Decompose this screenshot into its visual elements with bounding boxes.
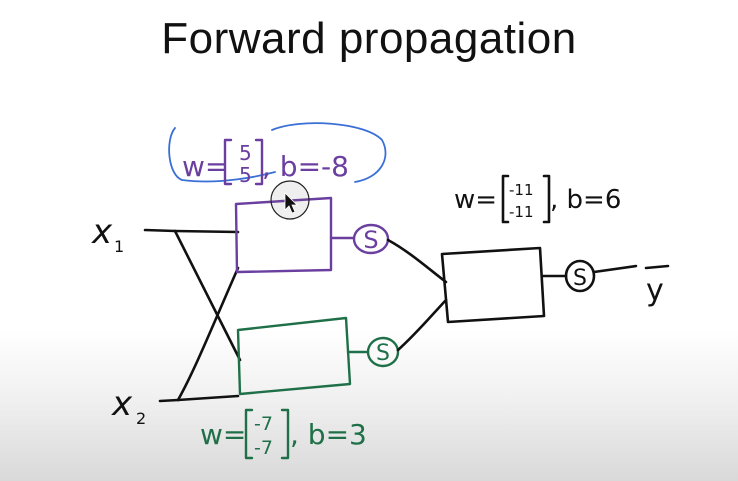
neuron-top-activation-label: S	[363, 226, 378, 254]
input-connections	[143, 228, 242, 403]
activation-to-output-line	[592, 264, 638, 274]
neuron-top-bias: , b=-8	[262, 150, 349, 183]
annotation-bracket-right	[271, 122, 387, 183]
neuron-output-w2: -11	[509, 203, 534, 221]
x2-to-top-line	[176, 266, 240, 402]
neuron-top: S	[234, 196, 390, 274]
neuron-bottom: S	[236, 316, 400, 396]
input-x1-label: x	[91, 212, 113, 252]
neuron-output-bias: , b=6	[550, 185, 621, 215]
neuron-output-activation-circle	[564, 259, 596, 293]
x2-to-bottom-line	[176, 394, 240, 402]
x2-stub-line	[158, 398, 180, 403]
neuron-output-activation-label: S	[573, 266, 587, 291]
neuron-top-w1: 5	[239, 141, 252, 165]
input-x1-subscript: 1	[114, 237, 124, 256]
neuron-output-box	[440, 246, 546, 324]
neuron-output-params: w= -11 -11 , b=6	[454, 174, 621, 224]
neuron-output-w1: -11	[509, 181, 534, 199]
neuron-output-matrix-left-bracket	[501, 174, 510, 224]
output-y-hat-bar	[644, 264, 670, 270]
neuron-bottom-box	[236, 316, 352, 396]
neuron-bottom-activation-label: S	[376, 341, 390, 366]
bottom-to-output-line	[396, 298, 448, 352]
x1-to-bottom-line	[173, 229, 242, 362]
neuron-top-box	[234, 196, 333, 274]
cursor-arrow-icon	[284, 192, 298, 214]
neuron-bottom-matrix-left-bracket	[244, 408, 254, 460]
output-y: y	[644, 264, 670, 308]
neuron-top-w-prefix: w=	[182, 150, 228, 183]
neuron-top-params: w= 5 5 , b=-8	[168, 122, 387, 187]
neuron-top-matrix-left-bracket	[223, 138, 233, 186]
neuron-bottom-bias: , b=3	[290, 418, 367, 451]
hidden-to-output-connections	[386, 238, 448, 352]
neuron-bottom-matrix-right-bracket	[280, 408, 290, 460]
annotation-bracket-left	[168, 127, 276, 183]
x1-to-top-line	[173, 229, 240, 234]
mouse-cursor	[270, 180, 310, 220]
input-x2-subscript: 2	[136, 409, 146, 428]
neuron-bottom-w1: -7	[254, 413, 273, 435]
neuron-output: S	[440, 246, 638, 324]
neuron-bottom-params: w= -7 -7 , b=3	[200, 408, 367, 460]
neuron-output-matrix-right-bracket	[542, 174, 551, 224]
neuron-bottom-w-prefix: w=	[200, 418, 246, 451]
neuron-bottom-w2: -7	[254, 437, 273, 459]
output-y-label: y	[646, 273, 664, 308]
x1-stub-line	[143, 228, 177, 233]
neuron-bottom-activation-circle	[366, 336, 400, 368]
page-title: Forward propagation	[161, 14, 577, 63]
neuron-top-w2: 5	[239, 163, 252, 187]
neuron-top-matrix-right-bracket	[254, 138, 264, 186]
input-x2: x 2	[111, 384, 146, 428]
input-x2-label: x	[111, 384, 133, 424]
input-x1: x 1	[91, 212, 124, 256]
top-to-output-line	[386, 238, 448, 284]
neuron-output-w-prefix: w=	[454, 185, 497, 215]
